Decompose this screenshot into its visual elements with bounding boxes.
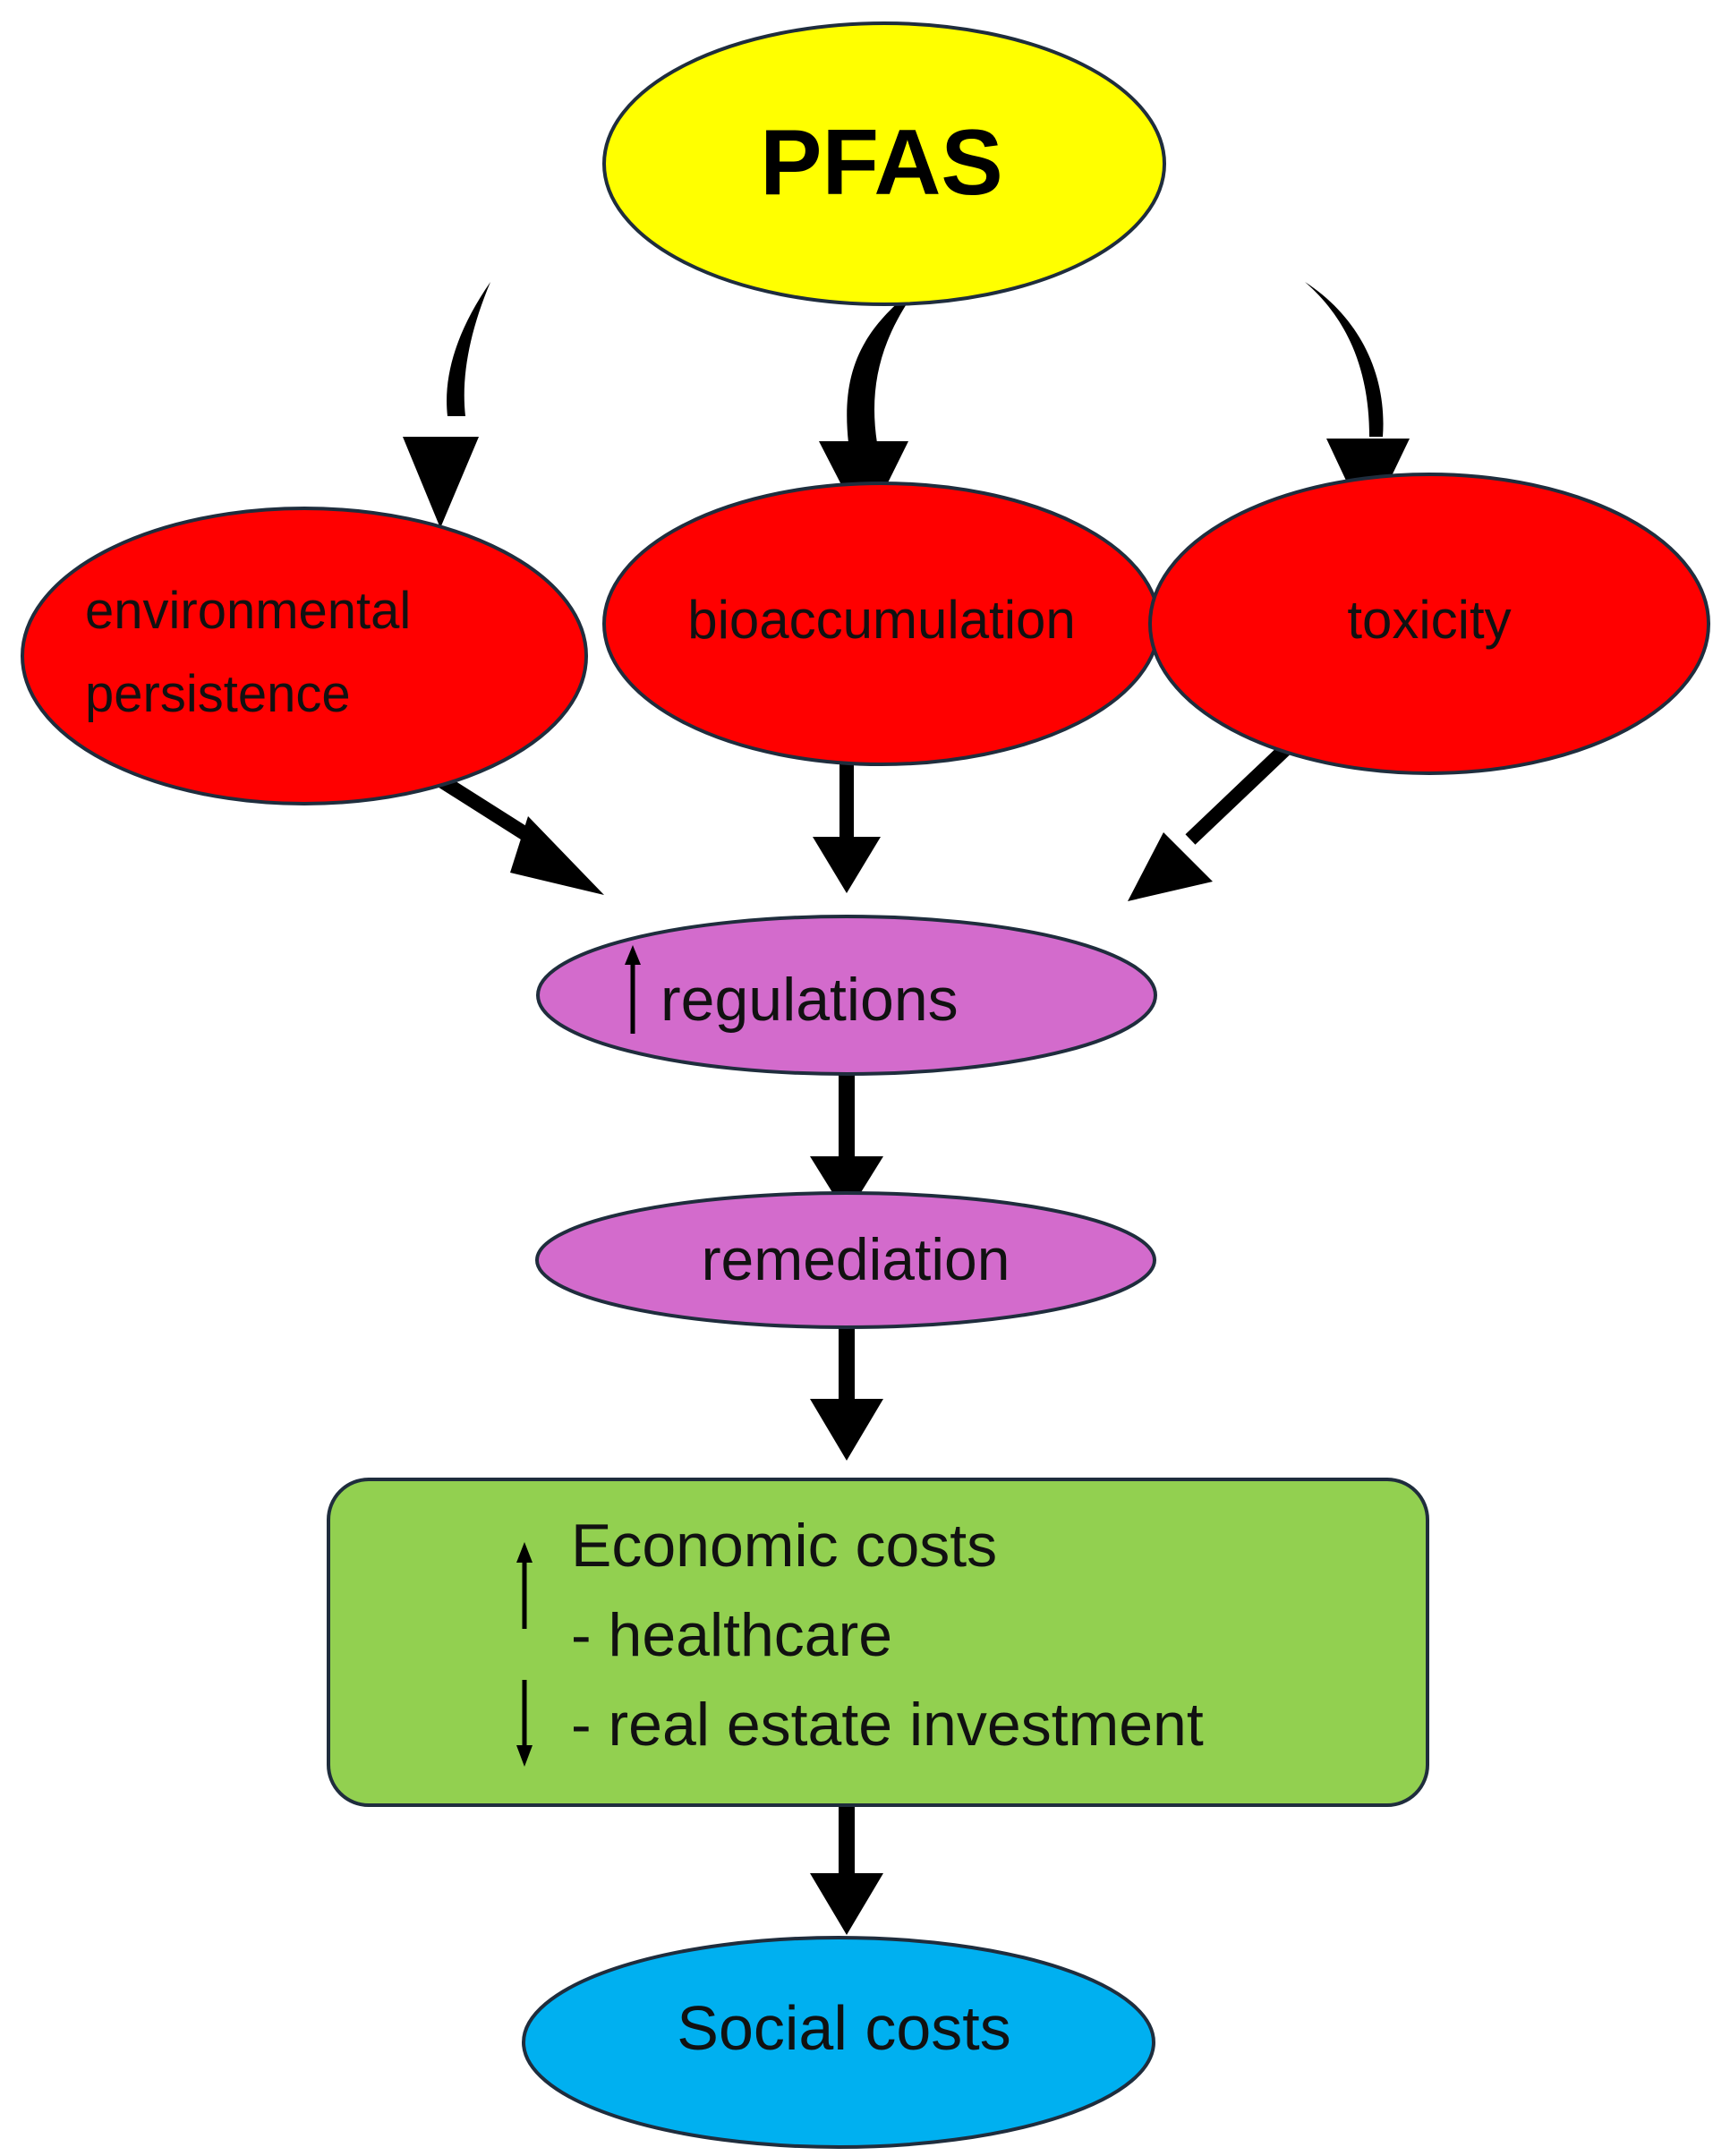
node-persistence-label-line1: environmental (85, 582, 411, 640)
node-bioaccumulation: bioaccumulation (602, 481, 1161, 766)
edge-toxicity-to-regulations (1128, 730, 1305, 901)
node-remediation: remediation (535, 1191, 1156, 1329)
economic-costs-item-healthcare: - healthcare (571, 1601, 892, 1669)
decrease-arrow-icon (516, 1680, 533, 1767)
edge-pfas-to-persistence (403, 282, 490, 528)
economic-costs-title: Economic costs (571, 1512, 997, 1580)
node-economic-shape (327, 1478, 1429, 1807)
node-persistence-label-line2: persistence (85, 665, 351, 723)
node-regulations-label: regulations (660, 966, 959, 1034)
node-persistence-shape (21, 507, 588, 805)
edge-remediation-to-economic (810, 1316, 883, 1461)
node-social-shape (522, 1936, 1155, 2149)
node-regulations-shape (536, 915, 1157, 1076)
node-social-costs: Social costs (522, 1936, 1155, 2149)
edge-regulations-to-remediation (810, 1069, 883, 1215)
increase-arrow-icon (625, 945, 641, 1034)
node-remediation-label: remediation (702, 1226, 1010, 1292)
node-social-label: Social costs (677, 1993, 1010, 2063)
node-remediation-shape (535, 1191, 1156, 1329)
node-regulations: regulations (536, 915, 1157, 1076)
node-environmental-persistence: environmental persistence (21, 507, 588, 805)
node-bioaccumulation-label: bioaccumulation (687, 590, 1076, 650)
node-toxicity-shape (1148, 473, 1710, 775)
edge-economic-to-social (810, 1785, 883, 1935)
node-economic-costs: Economic costs - healthcare - real estat… (327, 1478, 1429, 1807)
node-toxicity-label: toxicity (1347, 590, 1511, 650)
economic-costs-item-real-estate: - real estate investment (571, 1691, 1204, 1759)
node-toxicity: toxicity (1148, 473, 1710, 775)
increase-arrow-icon (516, 1542, 533, 1629)
node-pfas: PFAS (602, 21, 1166, 306)
node-pfas-shape (602, 21, 1166, 306)
node-pfas-label: PFAS (760, 111, 1003, 215)
